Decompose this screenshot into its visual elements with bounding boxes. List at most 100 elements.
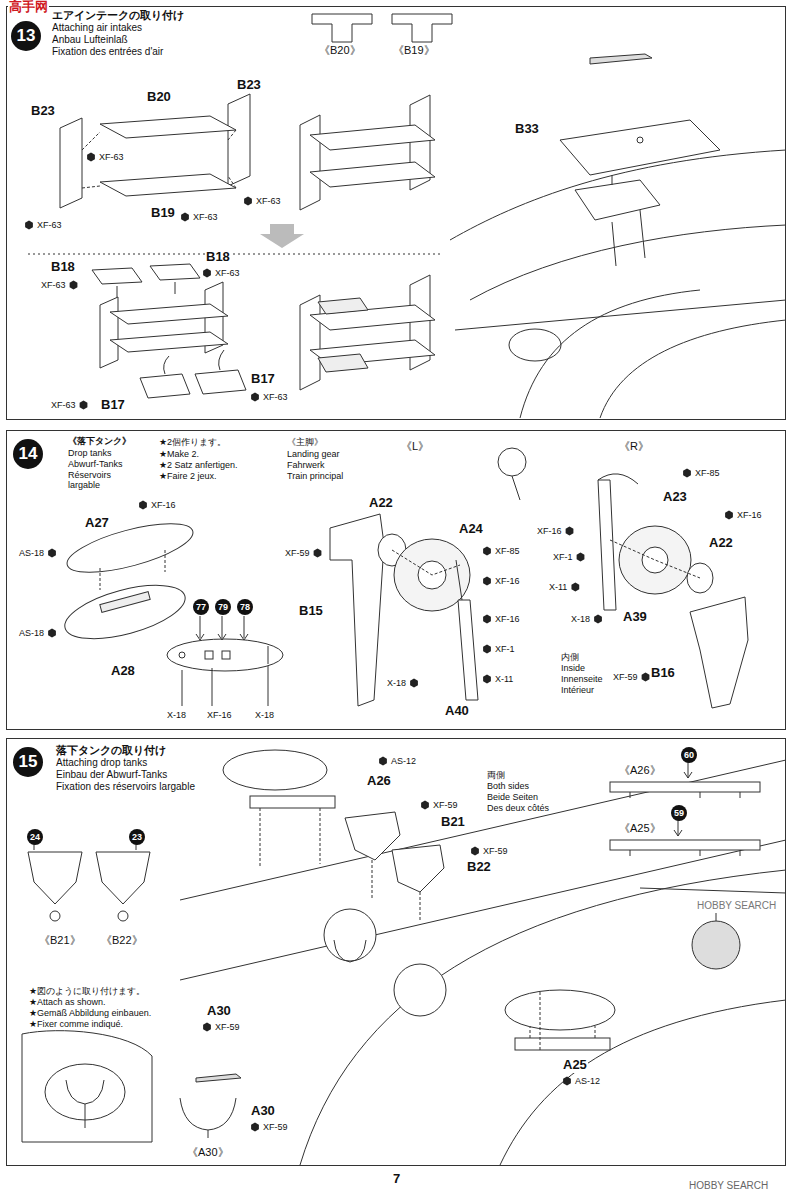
part-number: A39 bbox=[622, 610, 648, 625]
paint-marker bbox=[642, 673, 650, 682]
paint-code: X-18 bbox=[570, 614, 591, 624]
tank-and-gear-parts bbox=[392, 550, 460, 575]
tank-and-gear-parts bbox=[200, 616, 244, 638]
note-text: ★Gemäß Abbildung einbauen. bbox=[28, 1008, 152, 1018]
drop-tank-installation bbox=[530, 990, 595, 1050]
intake-parts bbox=[28, 14, 786, 418]
part-number: B19 bbox=[150, 206, 176, 221]
paint-code: XF-59 bbox=[262, 1122, 289, 1132]
note-text: Intérieur bbox=[560, 685, 595, 695]
paint-code: XF-59 bbox=[214, 1022, 241, 1032]
paint-marker bbox=[251, 1123, 259, 1132]
paint-marker bbox=[471, 847, 479, 856]
paint-code: AS-18 bbox=[18, 628, 45, 638]
tank-and-gear-parts bbox=[179, 652, 185, 658]
intake-parts bbox=[560, 120, 720, 175]
intake-parts bbox=[164, 350, 224, 374]
intake-parts bbox=[470, 225, 786, 300]
tank-and-gear-parts bbox=[167, 639, 283, 671]
drop-tank-installation bbox=[66, 1080, 104, 1128]
drop-tank-installation bbox=[196, 1074, 241, 1082]
intake-parts bbox=[318, 298, 368, 314]
drop-tank-installation bbox=[180, 1098, 236, 1138]
part-number: B18 bbox=[50, 260, 76, 275]
paint-code: XF-59 bbox=[482, 846, 509, 856]
part-number: B17 bbox=[100, 398, 126, 413]
drop-tank-installation bbox=[692, 921, 740, 969]
drop-tank-installation bbox=[22, 1031, 152, 1142]
intake-parts bbox=[312, 14, 372, 42]
number-text: 79 bbox=[218, 602, 228, 612]
drop-tank-installation bbox=[610, 840, 760, 850]
number-text: 59 bbox=[674, 808, 684, 818]
drop-tank-installation bbox=[34, 844, 136, 850]
intake-parts bbox=[100, 297, 118, 368]
part-number: 7 bbox=[392, 1172, 401, 1187]
intake-parts bbox=[117, 282, 175, 300]
note-text: ★Faire 2 jeux. bbox=[158, 471, 218, 481]
number-text: 78 bbox=[240, 602, 250, 612]
drop-tank-installation bbox=[505, 990, 615, 1030]
intake-parts bbox=[195, 370, 246, 394]
paint-code: XF-63 bbox=[50, 400, 77, 410]
note-text: ★Make 2. bbox=[158, 449, 200, 459]
tank-and-gear-parts bbox=[512, 476, 520, 500]
tank-and-gear-parts bbox=[59, 448, 748, 708]
part-number: B18 bbox=[205, 250, 231, 265]
step-heading: Drop tanks bbox=[67, 448, 113, 458]
part-number: A40 bbox=[444, 704, 470, 719]
tank-and-gear-parts bbox=[59, 575, 190, 650]
part-number: B22 bbox=[466, 860, 492, 875]
part-number: A24 bbox=[458, 522, 484, 537]
paint-marker bbox=[251, 393, 259, 402]
drop-tank-installation bbox=[372, 860, 420, 922]
paint-marker bbox=[577, 553, 585, 562]
paint-code: XF-85 bbox=[494, 546, 521, 556]
note-text: 《A30》 bbox=[186, 1146, 230, 1158]
paint-marker bbox=[571, 583, 579, 592]
paint-code: XF-63 bbox=[214, 268, 241, 278]
tank-and-gear-parts bbox=[268, 646, 269, 664]
paint-code: XF-59 bbox=[612, 672, 639, 682]
part-number: B17 bbox=[250, 372, 276, 387]
drop-tank-installation bbox=[96, 852, 150, 904]
drop-tank-installation bbox=[345, 812, 400, 860]
tank-and-gear-parts bbox=[642, 547, 668, 573]
paint-marker bbox=[244, 197, 252, 206]
intake-parts bbox=[318, 354, 368, 372]
note-text: Inside bbox=[560, 663, 586, 673]
paint-code: X-18 bbox=[386, 678, 407, 688]
paint-code: XF-16 bbox=[494, 614, 521, 624]
part-number: A25 bbox=[562, 1058, 588, 1073]
part-number: B16 bbox=[650, 666, 676, 681]
part-number: B20 bbox=[146, 90, 172, 105]
drop-tank-installation bbox=[180, 840, 786, 980]
paint-code: XF-63 bbox=[36, 220, 63, 230]
step-heading: エアインテークの取り付け bbox=[51, 9, 185, 21]
intake-parts bbox=[520, 290, 700, 418]
callout-number: 24 bbox=[27, 829, 43, 845]
paint-code: XF-63 bbox=[262, 392, 289, 402]
part-number: B23 bbox=[30, 104, 56, 119]
drop-tank-installation bbox=[118, 911, 128, 921]
intake-parts bbox=[60, 118, 82, 208]
note-text: 《B19》 bbox=[392, 44, 436, 56]
step-heading: Anbau Lufteinlaß bbox=[51, 34, 129, 45]
paint-marker bbox=[25, 153, 733, 1132]
note-text: 《A26》 bbox=[618, 764, 662, 776]
intake-parts bbox=[110, 332, 228, 352]
callout-number: 79 bbox=[215, 599, 231, 615]
part-number: A30 bbox=[250, 1104, 276, 1119]
paint-marker bbox=[87, 153, 95, 162]
part-number: B33 bbox=[514, 122, 540, 137]
drop-tank-installation bbox=[674, 772, 692, 836]
paint-code: AS-12 bbox=[390, 756, 417, 766]
intake-parts bbox=[228, 94, 250, 186]
paint-code: XF-16 bbox=[150, 500, 177, 510]
paint-code: AS-12 bbox=[574, 1076, 601, 1086]
drop-tank-installation bbox=[610, 782, 760, 792]
part-number: A23 bbox=[662, 490, 688, 505]
paint-marker bbox=[683, 469, 691, 478]
note-text: 《B22》 bbox=[100, 934, 144, 946]
